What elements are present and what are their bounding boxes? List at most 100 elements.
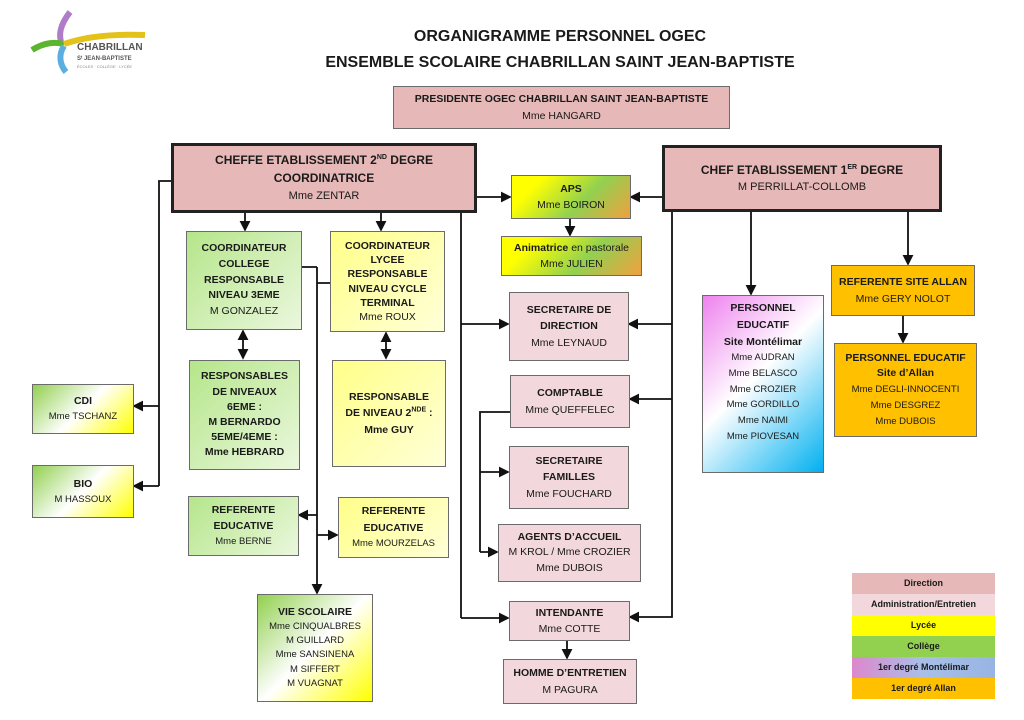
name: M PERRILLAT-COLLOMB xyxy=(737,181,867,194)
role: HOMME D’ENTRETIEN xyxy=(513,667,627,680)
cdi-box: CDI Mme TSCHANZ xyxy=(32,384,134,434)
legend-administration: Administration/Entretien xyxy=(852,594,995,615)
name: Mme QUEFFELEC xyxy=(525,403,615,416)
svg-text:CHABRILLAN: CHABRILLAN xyxy=(77,42,143,53)
line: Site d’Allan xyxy=(876,367,935,380)
line: DIRECTION xyxy=(540,320,598,333)
line: COORDINATEUR xyxy=(345,239,430,252)
name: M SIFFERT xyxy=(290,663,340,675)
line: COORDINATEUR xyxy=(201,242,287,255)
line: NIVEAU 3EME xyxy=(208,289,280,302)
line: DE NIVEAU 2NDE : xyxy=(345,406,433,420)
line: Mme HEBRARD xyxy=(204,446,285,459)
role: PRESIDENTE OGEC CHABRILLAN SAINT JEAN-BA… xyxy=(414,93,709,106)
line: TERMINAL xyxy=(360,296,415,309)
name: Mme DESGREZ xyxy=(870,399,941,411)
line: RESPONSABLES xyxy=(201,370,288,383)
line: EDUCATIF xyxy=(736,318,790,331)
line: RESPONSABLE xyxy=(204,273,284,286)
line: COLLEGE xyxy=(218,257,270,270)
line: EDUCATIVE xyxy=(363,521,424,534)
line: M BERNARDO xyxy=(208,416,281,428)
name: Mme FOUCHARD xyxy=(526,487,612,500)
legend-lycee: Lycée xyxy=(852,615,995,636)
intendante-box: INTENDANTE Mme COTTE xyxy=(509,601,630,641)
agents-accueil-box: AGENTS D’ACCUEIL M KROL / Mme CROZIER Mme … xyxy=(498,524,641,582)
line: NIVEAU CYCLE xyxy=(348,282,427,295)
comptable-box: COMPTABLE Mme QUEFFELEC xyxy=(510,375,630,428)
name: Mme DUBOIS xyxy=(536,561,603,574)
name: M KROL / Mme CROZIER xyxy=(508,546,631,559)
bio-box: BIO M HASSOUX xyxy=(32,465,134,518)
legend-college: Collège xyxy=(852,636,995,657)
name: Mme TSCHANZ xyxy=(48,411,118,423)
line: PERSONNEL EDUCATIF xyxy=(845,351,966,364)
name: Mme NAIMI xyxy=(737,415,789,427)
referente-educative-mourzelas-box: REFERENTE EDUCATIVE Mme MOURZELAS xyxy=(338,497,449,558)
legend-1er-degre-allan: 1er degré Allan xyxy=(852,678,995,699)
role: INTENDANTE xyxy=(535,606,604,619)
line: LYCEE xyxy=(370,254,405,267)
name: M GONZALEZ xyxy=(209,305,279,318)
name: Mme CROZIER xyxy=(729,383,797,395)
line: 5EME/4EME : xyxy=(211,431,278,444)
name: Mme ZENTAR xyxy=(288,190,360,203)
svg-text:ÉCOLES · COLLÈGE · LYCÉE: ÉCOLES · COLLÈGE · LYCÉE xyxy=(77,64,132,69)
name: Mme ROUX xyxy=(359,310,416,323)
role: Animatrice en pastorale xyxy=(514,241,629,254)
school-logo: CHABRILLAN Sᵗ JEAN-BAPTISTE ÉCOLES · COL… xyxy=(30,10,160,75)
name: Mme COTTE xyxy=(538,623,601,635)
name: Mme JULIEN xyxy=(540,258,603,270)
name: Mme DEGLI-INNOCENTI xyxy=(851,384,960,396)
color-legend: Direction Administration/Entretien Lycée… xyxy=(852,573,995,699)
chef-1er-degre-box: CHEF ETABLISSEMENT 1ER DEGRE M PERRILLAT… xyxy=(662,145,942,212)
role2: COORDINATRICE xyxy=(273,171,375,186)
line: EDUCATIVE xyxy=(213,520,274,533)
role: VIE SCOLAIRE xyxy=(277,605,353,618)
name: Mme AUDRAN xyxy=(731,352,795,364)
homme-entretien-box: HOMME D’ENTRETIEN M PAGURA xyxy=(503,659,637,704)
role: AGENTS D’ACCUEIL xyxy=(517,531,622,544)
line: 6EME : xyxy=(226,400,262,413)
legend-1er-degre-montelimar: 1er degré Montélimar xyxy=(852,657,995,678)
line: RESPONSABLE xyxy=(347,268,428,281)
title-line-2: ENSEMBLE SCOLAIRE CHABRILLAN SAINT JEAN-… xyxy=(325,54,795,71)
cheffe-2nd-degre-box: CHEFFE ETABLISSEMENT 2ND DEGRE COORDINAT… xyxy=(171,143,477,213)
line: REFERENTE xyxy=(361,505,426,518)
role: REFERENTE SITE ALLAN xyxy=(839,276,967,289)
line: SECRETAIRE xyxy=(535,455,603,468)
legend-direction: Direction xyxy=(852,573,995,594)
role: BIO xyxy=(73,477,93,490)
line: FAMILLES xyxy=(543,471,595,484)
line: PERSONNEL xyxy=(730,302,796,314)
name: M GUILLARD xyxy=(285,635,345,647)
name: Mme CINQUALBRES xyxy=(269,620,361,632)
line: RESPONSABLE xyxy=(349,391,429,404)
president-box: PRESIDENTE OGEC CHABRILLAN SAINT JEAN-BA… xyxy=(393,86,730,129)
name: Mme PIOVESAN xyxy=(726,430,800,442)
line: DE NIVEAUX xyxy=(212,385,277,398)
name: Mme LEYNAUD xyxy=(531,336,607,349)
role: CHEFFE ETABLISSEMENT 2ND DEGRE xyxy=(215,152,433,167)
responsables-niveaux-box: RESPONSABLES DE NIVEAUX 6EME : M BERNARDO 5E… xyxy=(189,360,300,470)
role: CDI xyxy=(73,395,93,408)
svg-text:Sᵗ JEAN-BAPTISTE: Sᵗ JEAN-BAPTISTE xyxy=(77,55,132,62)
name: Mme MOURZELAS xyxy=(352,537,435,549)
name: Mme GUY xyxy=(364,423,414,436)
name: M PAGURA xyxy=(542,683,598,696)
name: Mme GORDILLO xyxy=(726,399,800,411)
name: M HASSOUX xyxy=(54,493,112,505)
line: REFERENTE xyxy=(211,503,276,516)
name: Mme BELASCO xyxy=(728,368,798,380)
name: Mme DUBOIS xyxy=(875,415,936,427)
name: Mme BOIRON xyxy=(537,199,605,211)
role: COMPTABLE xyxy=(537,387,603,400)
coordinateur-college-box: COORDINATEUR COLLEGE RESPONSABLE NIVEAU 3EM… xyxy=(186,231,302,330)
